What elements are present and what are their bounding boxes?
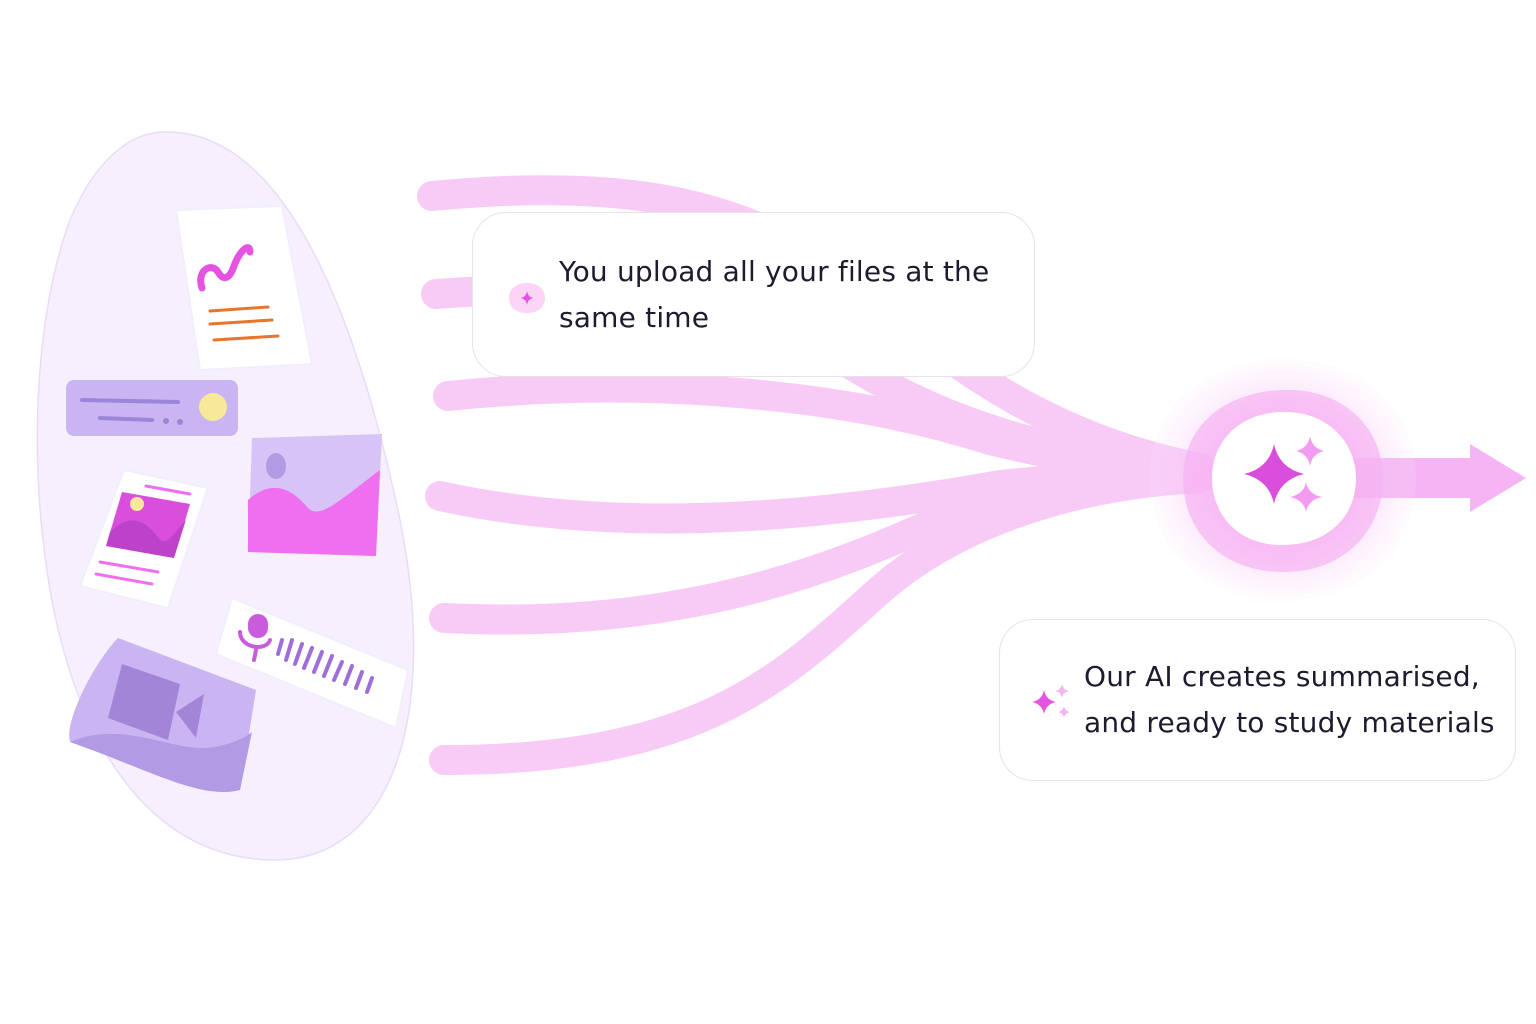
- video-card-icon: [69, 638, 256, 792]
- sparkle-badge-icon: [509, 283, 545, 313]
- upload-caption-line-1: You upload all your files at the: [559, 254, 990, 288]
- upload-caption-text: You upload all your files at the same ti…: [559, 249, 989, 341]
- small-sparkle-icon-2: [1290, 482, 1322, 512]
- ai-hub-icon: [1150, 359, 1417, 600]
- ai-caption-line-1: Our AI creates summarised,: [1084, 660, 1480, 693]
- ai-caption-text: Our AI creates summarised, and ready to …: [1084, 654, 1495, 746]
- upload-caption-card: You upload all your files at the same ti…: [472, 212, 1035, 377]
- sparkles-icon: [1032, 684, 1070, 718]
- photo-document-icon: [78, 468, 210, 610]
- large-sparkle-icon: [1244, 444, 1304, 504]
- stream-6: [429, 463, 1215, 775]
- ai-caption-card: Our AI creates summarised, and ready to …: [999, 619, 1516, 781]
- upload-caption-line-2: same time: [559, 300, 710, 334]
- text-card-icon: [66, 380, 238, 436]
- document-chart-icon: [174, 204, 314, 372]
- ai-caption-line-2: and ready to study materials: [1084, 706, 1495, 739]
- small-sparkle-icon: [1296, 436, 1324, 466]
- audio-recording-icon: [214, 596, 410, 730]
- image-card-icon: [248, 434, 382, 556]
